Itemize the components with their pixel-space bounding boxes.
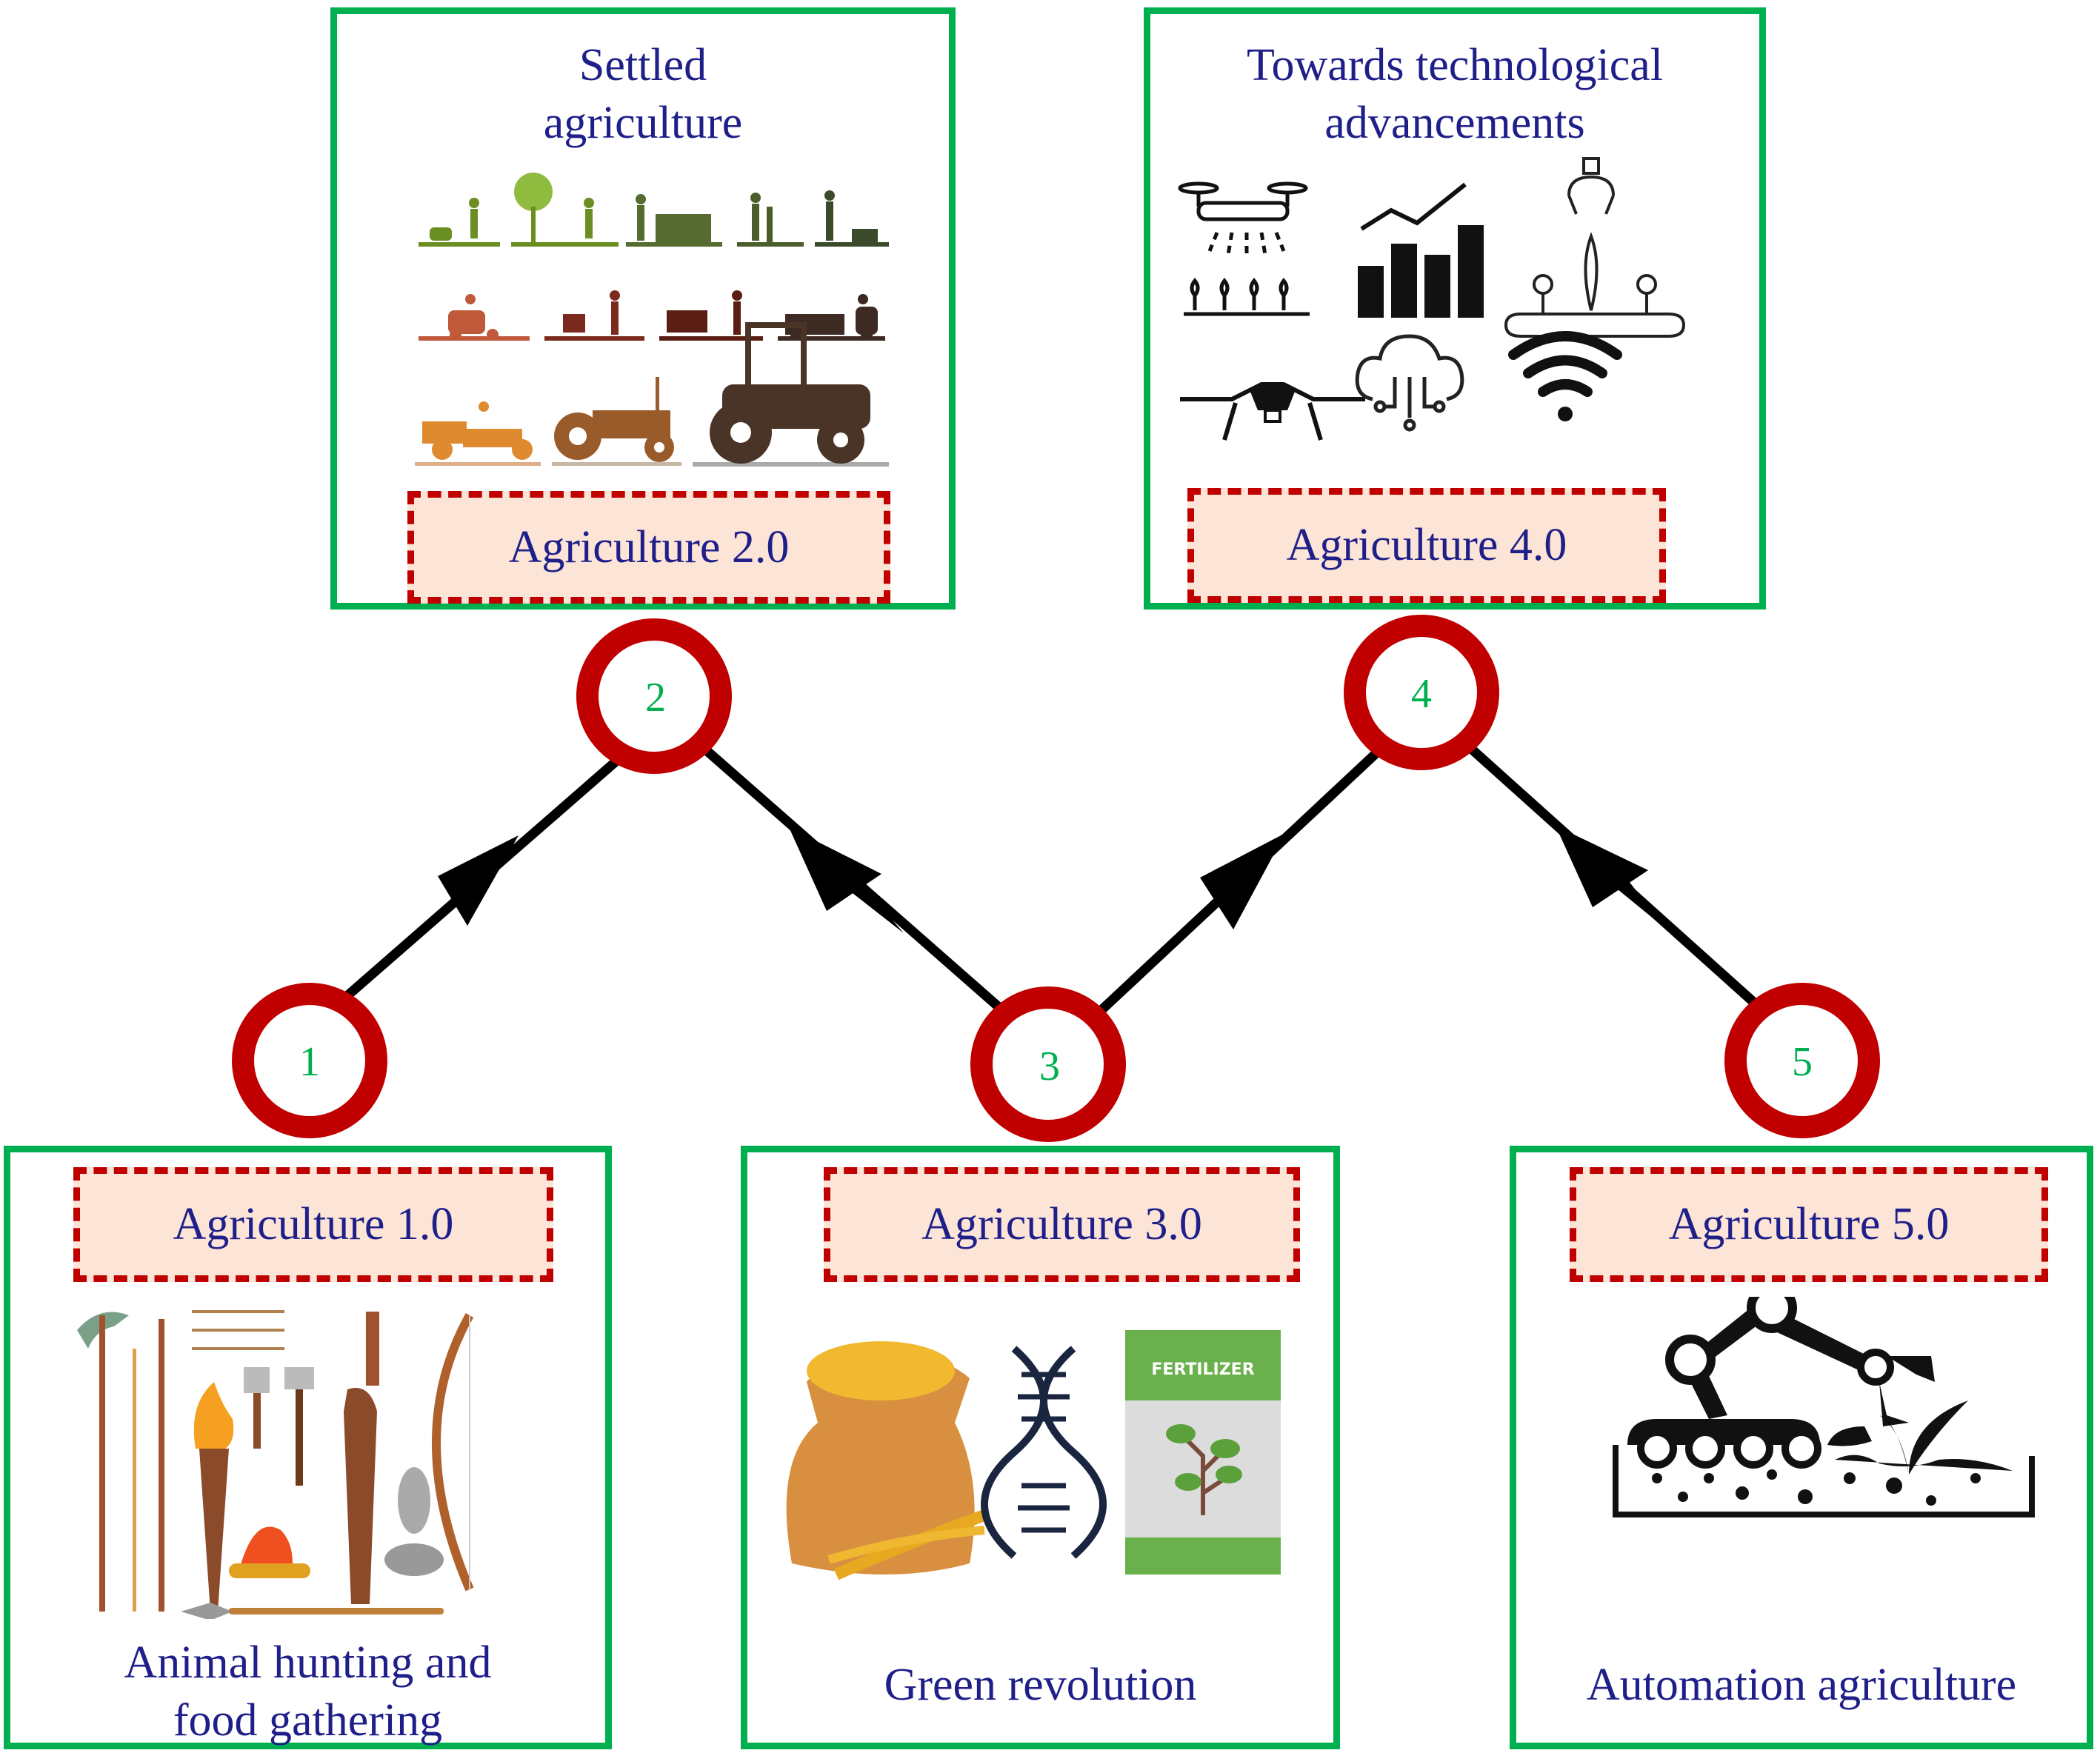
arrowhead-icon bbox=[789, 827, 881, 911]
step-circle-2: 2 bbox=[576, 618, 732, 774]
stage-label-3: Agriculture 3.0 bbox=[824, 1167, 1300, 1282]
stage-label-4: Agriculture 4.0 bbox=[1187, 488, 1666, 603]
caption-line: Settled bbox=[579, 40, 707, 90]
stage-box-3: Agriculture 3.0 FERTILIZER Green revolut… bbox=[741, 1146, 1340, 1749]
stage-caption: Animal hunting and food gathering bbox=[10, 1634, 605, 1749]
connector-3-4 bbox=[1089, 748, 1381, 1022]
connector-1-2 bbox=[341, 755, 622, 1001]
stage-label-5: Agriculture 5.0 bbox=[1570, 1167, 2048, 1282]
caption-line: Towards technological bbox=[1246, 40, 1664, 90]
step-circle-3: 3 bbox=[970, 986, 1126, 1142]
spray-drone-icon bbox=[1178, 181, 1310, 316]
stage-box-5: Agriculture 5.0 Automation agriculture bbox=[1510, 1146, 2093, 1749]
step-number: 3 bbox=[1039, 1044, 1060, 1089]
step-number: 5 bbox=[1792, 1039, 1813, 1085]
connector-2-3 bbox=[700, 744, 1011, 1018]
stage-caption: Green revolution bbox=[747, 1656, 1333, 1714]
stage-caption: Towards technological advancements bbox=[1150, 36, 1759, 152]
step-circle-5: 5 bbox=[1724, 983, 1880, 1138]
drone-icon bbox=[1180, 382, 1365, 441]
hunting-tools-icon bbox=[77, 1310, 474, 1619]
grain-sack-icon bbox=[786, 1341, 987, 1580]
connector-4-5 bbox=[1467, 744, 1763, 1011]
step-number: 1 bbox=[299, 1039, 320, 1085]
green-revolution-icons: FERTILIZER bbox=[786, 1330, 1281, 1580]
cloud-iot-icon bbox=[1355, 334, 1464, 432]
caption-line: advancements bbox=[1324, 98, 1585, 148]
arrowhead-icon bbox=[1200, 833, 1285, 929]
dna-icon bbox=[981, 1346, 1107, 1559]
caption-line: food gathering bbox=[173, 1695, 443, 1746]
arrowhead-icon bbox=[438, 835, 519, 926]
caption-line: Green revolution bbox=[884, 1660, 1197, 1710]
step-circle-4: 4 bbox=[1344, 615, 1499, 770]
step-number: 2 bbox=[645, 675, 666, 721]
arrowhead-icon bbox=[1556, 826, 1648, 907]
step-circle-1: 1 bbox=[232, 983, 387, 1138]
smart-farming-icons bbox=[1178, 157, 1686, 441]
stage-box-2: Settled agriculture Agriculture 2.0 bbox=[330, 7, 956, 610]
fertilizer-bag-icon: FERTILIZER bbox=[1125, 1330, 1281, 1575]
step-number: 4 bbox=[1411, 671, 1432, 717]
stage-caption: Automation agriculture bbox=[1516, 1656, 2087, 1714]
stage-label-2: Agriculture 2.0 bbox=[407, 491, 890, 604]
stage-caption: Settled agriculture bbox=[337, 36, 949, 152]
robot-harvest-icon bbox=[1504, 157, 1686, 338]
caption-line: Animal hunting and bbox=[124, 1637, 492, 1688]
stage-box-1: Agriculture 1.0 Animal hunting and food … bbox=[4, 1146, 612, 1749]
caption-line: agriculture bbox=[543, 98, 743, 148]
robotic-arm-planting-icon bbox=[1613, 1297, 2035, 1517]
stage-label-1: Agriculture 1.0 bbox=[73, 1167, 553, 1282]
caption-line: Automation agriculture bbox=[1586, 1660, 2017, 1710]
fertilizer-text: FERTILIZER bbox=[1151, 1360, 1254, 1379]
wifi-icon bbox=[1508, 331, 1622, 421]
growth-chart-icon bbox=[1358, 182, 1484, 318]
farming-evolution-icon bbox=[415, 173, 889, 467]
stage-box-4: Towards technological advancements bbox=[1144, 7, 1766, 610]
